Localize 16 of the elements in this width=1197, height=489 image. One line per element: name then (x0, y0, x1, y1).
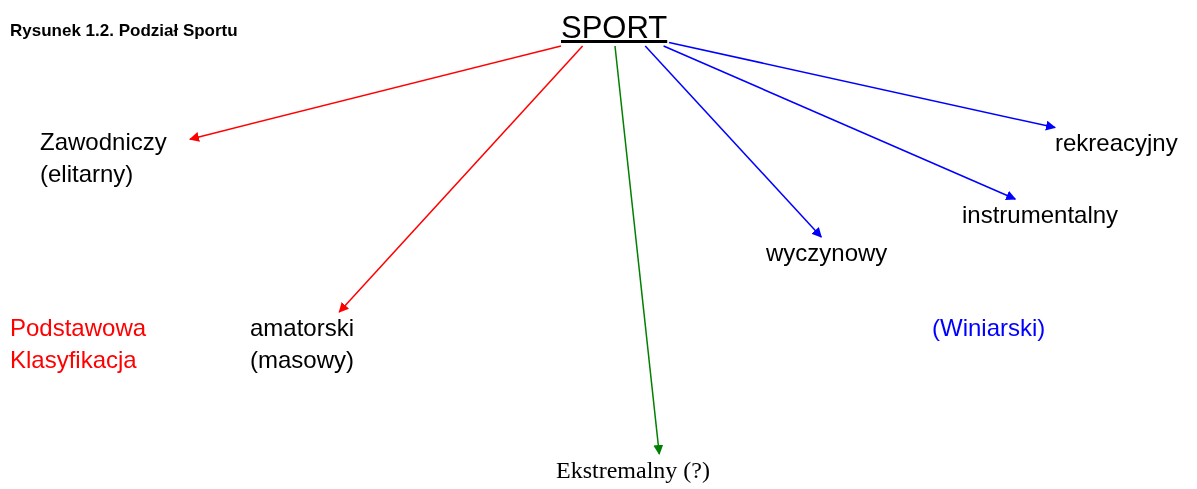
root-category-label: SPORT (561, 10, 669, 46)
arrow (662, 45, 1017, 200)
category-label: amatorski (masowy) (250, 312, 370, 376)
arrow (338, 45, 584, 313)
arrow (668, 41, 1056, 131)
category-label: wyczynowy (766, 237, 906, 269)
category-label: Ekstremalny (?) (556, 454, 766, 486)
classification-note: Podstawowa Klasyfikacja (10, 313, 148, 375)
arrow (644, 45, 822, 238)
category-label: instrumentalny (962, 199, 1142, 231)
category-label: rekreacyjny (1055, 127, 1195, 159)
author-note: (Winiarski) (932, 313, 1047, 343)
arrow (189, 45, 562, 142)
figure-title: Rysunek 1.2. Podział Sportu (10, 20, 238, 42)
category-label: Zawodniczy (elitarny) (40, 126, 190, 190)
arrow (614, 45, 664, 455)
